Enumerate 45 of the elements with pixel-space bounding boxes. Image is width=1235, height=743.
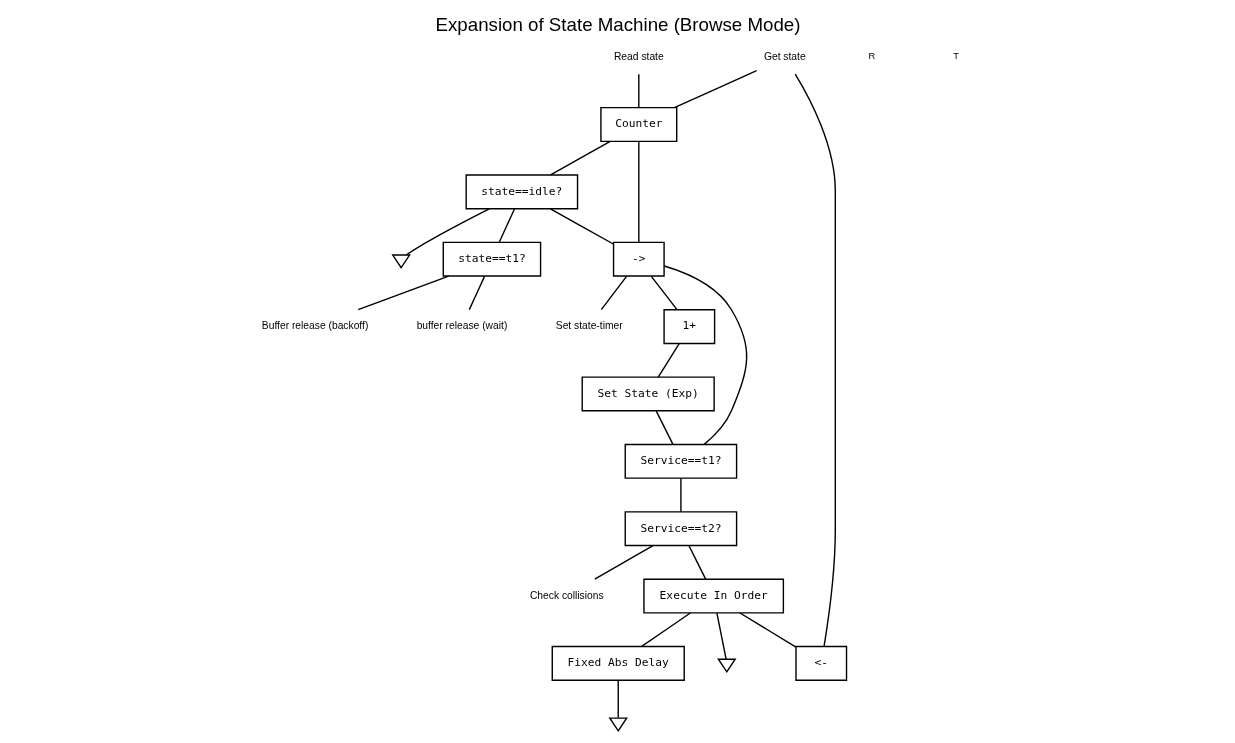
node-box: 1+ (662, 309, 715, 345)
node-triangle (608, 717, 628, 733)
node-text: Get state (763, 50, 806, 62)
connector (650, 275, 678, 311)
connector (663, 265, 747, 446)
label: T (952, 51, 959, 62)
connector (593, 544, 654, 580)
connector (640, 612, 691, 648)
node-triangle (390, 254, 411, 269)
connector (549, 140, 611, 176)
connector (404, 208, 490, 256)
node-box: Fixed Abs Delay (551, 645, 685, 681)
node-triangle (716, 658, 736, 674)
node-box: Execute In Order (642, 578, 784, 614)
diagram-title: Expansion of State Machine (Browse Mode) (435, 13, 800, 35)
node-box: <- (794, 645, 847, 681)
node-box: -> (612, 241, 665, 277)
connector (794, 73, 836, 647)
connector (637, 73, 640, 109)
label: R (867, 51, 875, 62)
node-text: Set state-timer (555, 320, 623, 332)
connector (468, 275, 485, 311)
node-text: Buffer release (backoff) (261, 320, 368, 332)
node-box: Counter (599, 106, 677, 143)
connector (657, 343, 680, 378)
node-text: buffer release (wait) (416, 320, 507, 332)
connector (357, 275, 449, 311)
connector (687, 545, 706, 580)
connector (617, 679, 619, 719)
connector (715, 612, 727, 660)
connector (738, 612, 797, 648)
node-box: Set State (Exp) (581, 376, 715, 412)
node-box: state==idle? (465, 174, 578, 210)
node-text: Check collisions (529, 589, 604, 601)
connector (637, 140, 640, 243)
node-box: Service==t2? (624, 511, 737, 547)
node-box: Service==t1? (624, 443, 737, 479)
connector (673, 70, 757, 109)
node-text: Read state (613, 50, 664, 62)
connector (655, 410, 674, 446)
node-box: state==t1? (442, 241, 541, 277)
connector (549, 208, 614, 245)
connector (498, 208, 515, 243)
connector (600, 275, 627, 311)
connector (679, 477, 682, 513)
